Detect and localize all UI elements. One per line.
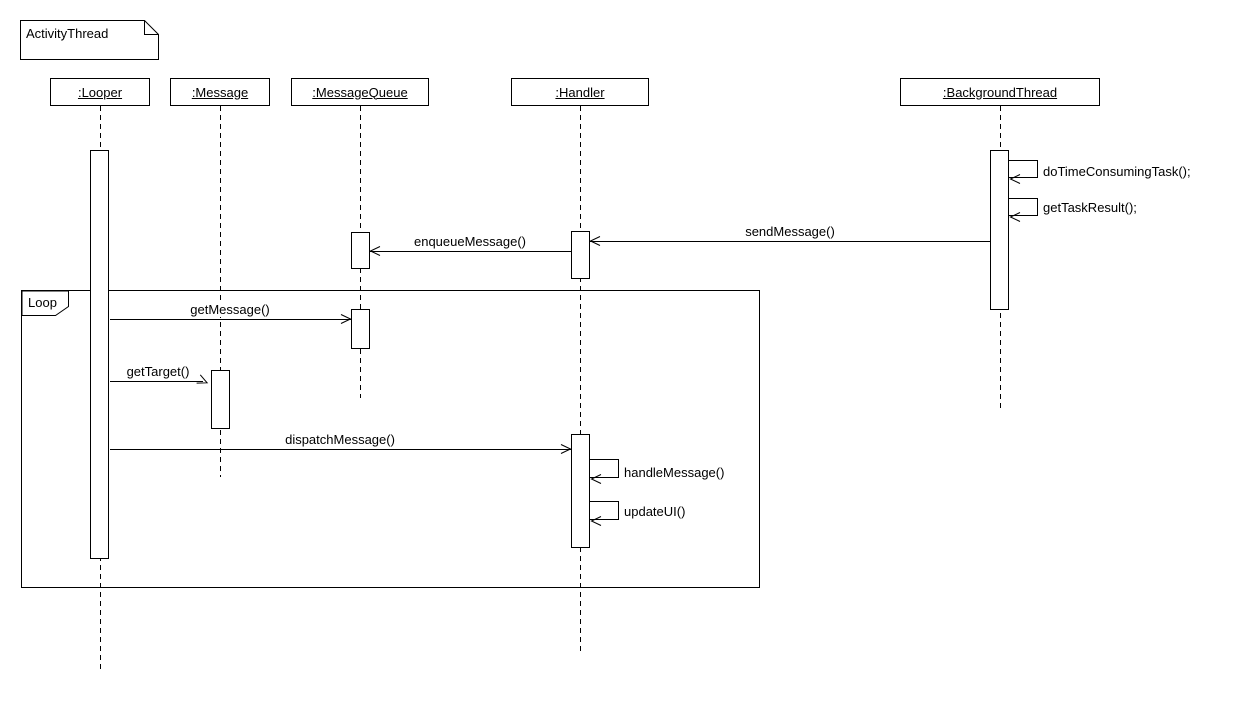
arrowhead-left-icon <box>1009 212 1021 222</box>
lifeline-label-messagequeue: :MessageQueue <box>312 84 408 100</box>
message-line-send-message <box>590 241 990 242</box>
message-label-get-target: getTarget() <box>124 364 192 379</box>
message-line-get-message <box>110 319 351 320</box>
lifeline-label-looper: :Looper <box>77 84 123 100</box>
lifeline-head-message: :Message <box>170 78 270 106</box>
lifeline-message <box>220 106 221 477</box>
arrowhead-left-icon <box>1009 174 1021 184</box>
lifeline-handler <box>580 106 581 653</box>
lifeline-head-handler: :Handler <box>511 78 649 106</box>
lifeline-label-backgroundthread: :BackgroundThread <box>942 84 1058 100</box>
arrowhead-left-icon <box>590 516 602 526</box>
message-label-update-ui: updateUI() <box>624 504 686 519</box>
arrowhead-left-icon <box>369 246 381 256</box>
loop-fragment-operator: Loop <box>22 291 70 317</box>
arrowhead-left-icon <box>589 236 601 246</box>
activation-messagequeue-1 <box>351 232 370 269</box>
message-line-enqueue-message <box>370 251 571 252</box>
arrowhead-left-icon <box>590 474 602 484</box>
loop-operator-label: Loop <box>28 295 57 310</box>
message-line-get-target <box>110 381 203 382</box>
fragment-pentagon-icon <box>22 291 69 316</box>
message-label-enqueue-message: enqueueMessage() <box>411 234 529 249</box>
loop-fragment-frame <box>21 290 760 588</box>
activation-handler-2 <box>571 434 590 548</box>
activation-looper <box>90 150 109 559</box>
activation-backgroundthread <box>990 150 1009 310</box>
self-message-handle-message <box>589 459 619 478</box>
self-message-get-task-result <box>1008 198 1038 216</box>
note-activity-thread: ActivityThread <box>20 20 159 60</box>
activation-message <box>211 370 230 429</box>
activation-handler-1 <box>571 231 590 279</box>
lifeline-label-handler: :Handler <box>555 84 605 100</box>
lifeline-label-message: :Message <box>191 84 249 100</box>
note-label: ActivityThread <box>26 26 109 41</box>
lifeline-head-messagequeue: :MessageQueue <box>291 78 429 106</box>
self-message-update-ui <box>589 501 619 520</box>
message-label-dispatch-message: dispatchMessage() <box>283 432 397 447</box>
lifeline-head-looper: :Looper <box>50 78 150 106</box>
arrowhead-right-icon <box>196 374 209 384</box>
message-label-handle-message: handleMessage() <box>624 465 725 480</box>
note-shape-icon <box>20 20 159 60</box>
arrowhead-right-icon <box>560 444 572 454</box>
activation-messagequeue-2 <box>351 309 370 349</box>
message-label-get-task-result: getTaskResult(); <box>1043 200 1137 215</box>
message-label-get-message: getMessage() <box>188 302 272 317</box>
message-label-do-time-consuming-task: doTimeConsumingTask(); <box>1043 164 1191 179</box>
arrowhead-right-icon <box>340 314 352 324</box>
message-line-dispatch-message <box>110 449 571 450</box>
self-message-do-time-consuming-task <box>1008 160 1038 178</box>
lifeline-head-backgroundthread: :BackgroundThread <box>900 78 1100 106</box>
message-label-send-message: sendMessage() <box>743 224 837 239</box>
